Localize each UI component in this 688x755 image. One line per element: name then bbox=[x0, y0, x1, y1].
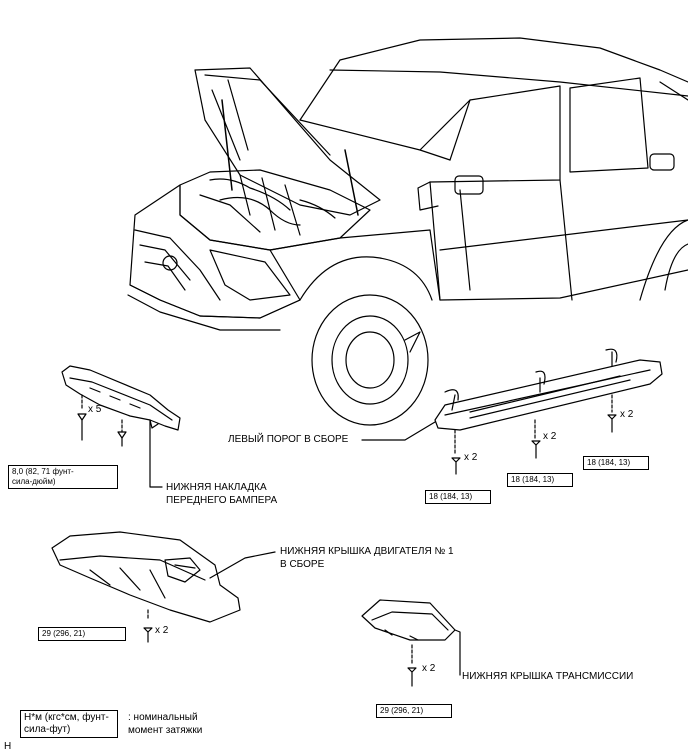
transmission-under-cover bbox=[361, 599, 461, 687]
corner-mark: H bbox=[4, 741, 12, 752]
sill-label: ЛЕВЫЙ ПОРОГ В СБОРЕ bbox=[228, 434, 349, 445]
transmission-cover-label: НИЖНЯЯ КРЫШКА ТРАНСМИССИИ bbox=[462, 671, 634, 682]
qty-sill-c: x 2 bbox=[620, 409, 634, 420]
legend-units-box: Н*м (кгс*см, фунт- сила-фут) bbox=[20, 710, 118, 738]
qty-bumper: x 5 bbox=[88, 404, 102, 415]
qty-sill-a: x 2 bbox=[464, 452, 478, 463]
torque-box-transmission: 29 (296, 21) bbox=[376, 704, 452, 718]
engine-under-cover bbox=[51, 531, 276, 643]
torque-box-sill-b: 18 (184, 13) bbox=[507, 473, 573, 487]
torque-box-sill-c: 18 (184, 13) bbox=[583, 456, 649, 470]
engine-cover-label-line2: В СБОРЕ bbox=[280, 559, 325, 570]
side-step-assembly bbox=[361, 348, 663, 475]
torque-box-bumper: 8,0 (82, 71 фунт- сила-дюйм) bbox=[8, 465, 118, 489]
qty-engine: x 2 bbox=[155, 625, 169, 636]
legend-units-line1: Н*м (кгс*см, фунт- bbox=[24, 712, 109, 723]
torque-box-sill-a: 18 (184, 13) bbox=[425, 490, 491, 504]
qty-transmission: x 2 bbox=[422, 663, 436, 674]
bumper-label-line1: НИЖНЯЯ НАКЛАДКА bbox=[166, 482, 267, 493]
qty-sill-b: x 2 bbox=[543, 431, 557, 442]
torque-bumper-line2: сила-дюйм) bbox=[12, 477, 56, 486]
legend-desc-line1: : номинальный bbox=[128, 712, 198, 723]
legend-units-line2: сила-фут) bbox=[24, 724, 71, 735]
torque-box-engine: 29 (296, 21) bbox=[38, 627, 126, 641]
front-bumper-moulding bbox=[61, 365, 181, 488]
vehicle-illustration bbox=[127, 37, 688, 426]
legend-desc-line2: момент затяжки bbox=[128, 725, 203, 736]
torque-bumper-line1: 8,0 (82, 71 фунт- bbox=[12, 467, 74, 476]
engine-cover-label-line1: НИЖНЯЯ КРЫШКА ДВИГАТЕЛЯ № 1 bbox=[280, 546, 454, 557]
bumper-label-line2: ПЕРЕДНЕГО БАМПЕРА bbox=[166, 495, 278, 506]
